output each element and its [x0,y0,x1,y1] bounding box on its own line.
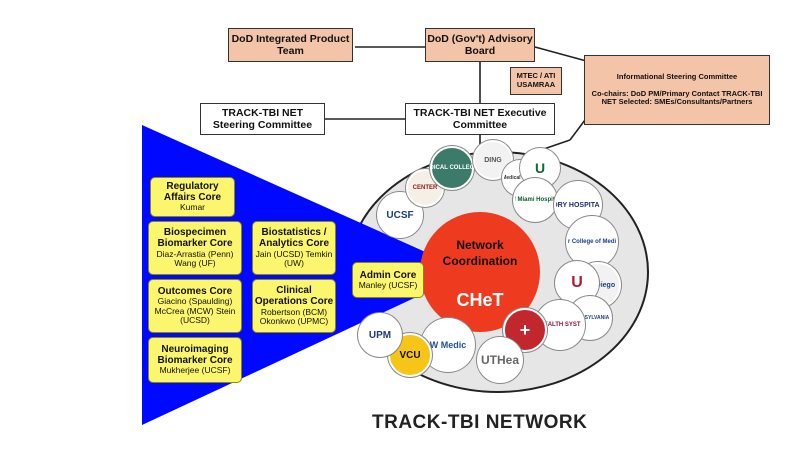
admin-core: Admin Core Manley (UCSF) [352,262,424,298]
core-people: Giacino (Spaulding) McCrea (MCW) Stein (… [154,296,236,326]
biospecimen-biomarker-core: Biospecimen Biomarker Core Diaz-Arrastia… [148,221,242,275]
network-coordination-label: Network Coordination [430,238,530,269]
core-people: Diaz-Arrastia (Penn) Wang (UF) [156,248,234,269]
center-line1: Network [456,238,504,252]
line-advisory-info [534,46,591,63]
info-committee-body: Co-chairs: DoD PM/Primary Contact TRACK-… [591,88,763,107]
network-title: TRACK-TBI NETWORK [372,412,588,433]
clinical-operations-core: Clinical Operations Core Robertson (BCM)… [252,279,336,333]
core-title: Regulatory Affairs Core [163,181,222,204]
mtec-usamraa-box: MTEC / ATI USAMRAA [510,67,562,95]
steering-committee-box: TRACK-TBI NET Steering Committee [200,103,325,135]
core-people: Kumar [179,202,206,213]
institution-logo: aylor College of Medicine [566,216,618,268]
core-people: Jain (UCSD) Temkin (UW) [255,248,333,269]
chet-label: CHeT [456,290,504,310]
core-people: Robertson (BCM) Okonkwo (UPMC) [259,306,329,327]
core-title: Biostatistics / Analytics Core [258,227,330,250]
neuroimaging-biomarker-core: Neuroimaging Biomarker Core Mukherjee (U… [148,337,242,383]
institution-logo: EDICAL COLLEGE [430,146,474,190]
core-people: Mukherjee (UCSF) [159,365,231,376]
core-title: Outcomes Core [157,286,233,298]
dod-integrated-product-team-box: DoD Integrated Product Team [228,28,353,62]
informational-steering-committee-box: Informational Steering Committee Co-chai… [584,55,770,125]
executive-committee-box: TRACK-TBI NET Executive Committee [405,103,555,135]
regulatory-affairs-core: Regulatory Affairs Core Kumar [150,177,235,217]
network-coordination-circle [420,212,540,332]
outcomes-core: Outcomes Core Giacino (Spaulding) McCrea… [148,279,242,333]
institution-logo: UTHea [477,337,523,383]
core-people: Manley (UCSF) [358,279,418,290]
core-title: Neuroimaging Biomarker Core [157,344,233,367]
core-title: Biospecimen Biomarker Core [157,227,233,250]
core-title: Admin Core [359,269,417,281]
biostatistics-analytics-core: Biostatistics / Analytics Core Jain (UCS… [252,221,336,275]
institution-logo: UPM [358,313,402,357]
info-committee-title: Informational Steering Committee [616,72,738,82]
institution-logo: of Miami Hospital [513,178,557,222]
core-title: Clinical Operations Core [254,285,334,308]
dod-advisory-board-box: DoD (Gov't) Advisory Board [425,28,535,62]
center-line2: Coordination [442,253,518,268]
